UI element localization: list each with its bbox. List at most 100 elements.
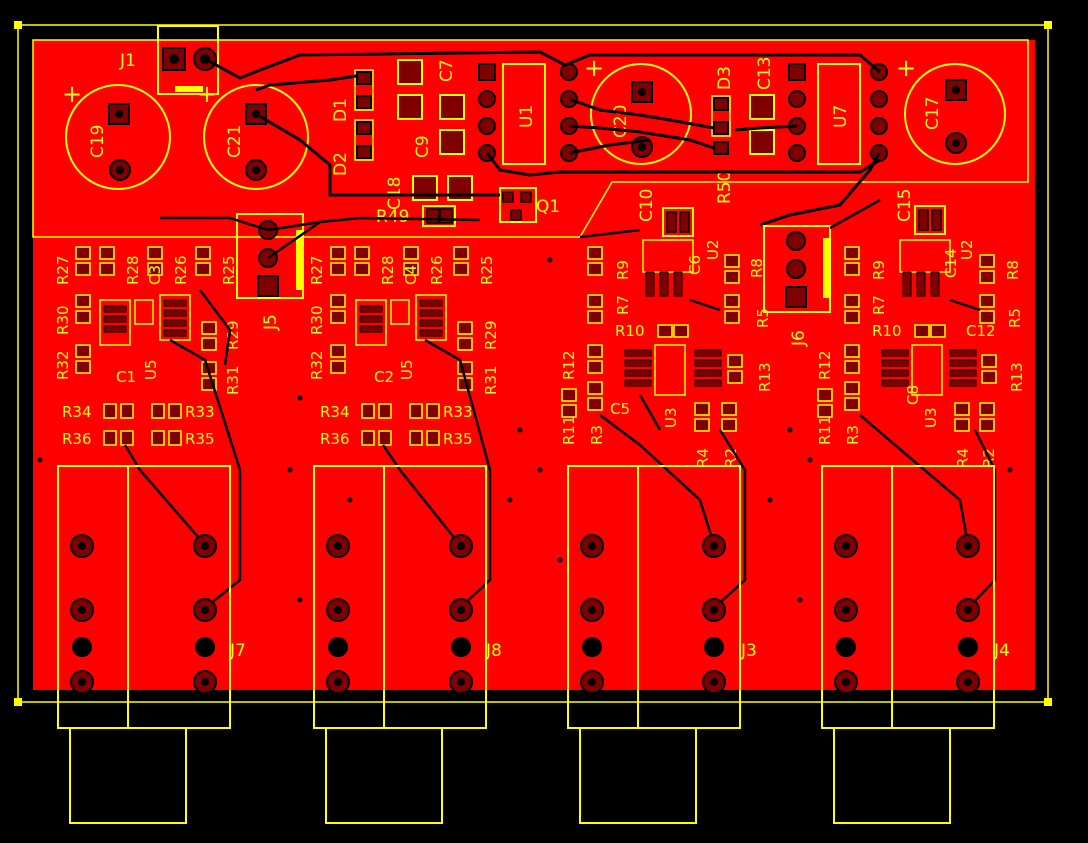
ref-c15: C15: [895, 188, 915, 222]
ch2-ref-u5: U5: [398, 359, 416, 380]
power-traces: [204, 50, 881, 227]
ch2-ref-r34: R34: [320, 403, 350, 421]
signal-traces: [123, 198, 997, 609]
ref-d2: D2: [331, 152, 351, 176]
diode-d1: [354, 69, 374, 111]
ch1-ref-r28: R28: [124, 255, 142, 285]
ref-u7: U7: [831, 105, 851, 128]
ch1-ref-u5: U5: [142, 359, 160, 380]
ch4-ref-u3: U3: [922, 407, 940, 428]
ref-j8: J8: [485, 641, 502, 661]
outline-corner-bl: [14, 698, 22, 706]
ch3-ref-r5: R5: [754, 308, 772, 328]
ref-j4: J4: [993, 641, 1010, 661]
capacitor-c15: [914, 205, 946, 235]
ch3-ref-r13: R13: [756, 362, 774, 392]
ref-c19: C19: [88, 124, 108, 158]
ch3-ref-r7: R7: [614, 295, 632, 315]
ch4-ref-r10: R10: [872, 322, 902, 340]
board-outline: [17, 24, 1049, 703]
capacitor-c7: [397, 59, 423, 120]
ref-c17: C17: [923, 96, 943, 130]
ch2-ref-r25: R25: [478, 255, 496, 285]
ch4-ref-r7: R7: [870, 295, 888, 315]
jack-j7: [57, 465, 231, 824]
jack-j3: [567, 465, 741, 824]
ch1-ref-r33: R33: [185, 403, 215, 421]
diode-d2: [354, 119, 374, 161]
ch4-ref-r9: R9: [870, 260, 888, 280]
ch2-ref-r33: R33: [443, 403, 473, 421]
ch3-ref-r9: R9: [614, 260, 632, 280]
polarity-c17: +: [896, 54, 916, 82]
ch1-ref-r25: R25: [220, 255, 238, 285]
ref-j7: J7: [229, 641, 246, 661]
polarity-c20: +: [584, 54, 604, 82]
outline-corner-tl: [14, 21, 22, 29]
ch3-ref-r8: R8: [748, 258, 766, 278]
ch4-ref-c14: C14: [942, 248, 960, 278]
capacitor-c13: [749, 94, 775, 155]
ch3-ref-r11: R11: [560, 415, 578, 445]
ch1-ref-r32: R32: [54, 350, 72, 380]
capacitor-c19: [65, 84, 171, 190]
channel-3-components: [561, 239, 743, 432]
outline-corner-br: [1044, 698, 1052, 706]
ch1-ref-r27: R27: [54, 255, 72, 285]
jack-j4: [821, 465, 995, 824]
copper-pour: [33, 40, 1035, 690]
ch3-ref-r4: R4: [694, 448, 712, 468]
transistor-q1: [499, 187, 537, 223]
ref-r49: R49: [376, 207, 409, 227]
ref-j3: J3: [740, 641, 757, 661]
ch2-ref-r31: R31: [482, 365, 500, 395]
ch4-ref-c12: C12: [966, 322, 996, 340]
ref-c20: C20: [611, 104, 631, 138]
ch1-ref-r30: R30: [54, 305, 72, 335]
diode-d3: [711, 95, 731, 155]
ch4-ref-u2: U2: [958, 239, 976, 260]
ref-d1: D1: [331, 98, 351, 122]
ch1-ref-r26: R26: [172, 255, 190, 285]
ch1-ref-r34: R34: [62, 403, 92, 421]
ref-c18: C18: [385, 176, 405, 210]
ch3-ref-r3: R3: [588, 425, 606, 445]
capacitor-c17: [904, 63, 1006, 165]
jack-j8: [313, 465, 487, 824]
outline-corner-tr: [1044, 21, 1052, 29]
ref-r50: R50: [715, 171, 735, 204]
ch4-ref-r3: R3: [844, 425, 862, 445]
ch4-ref-r12: R12: [816, 350, 834, 380]
power-section-outline: [32, 39, 1029, 238]
ref-c21: C21: [225, 124, 245, 158]
ch2-ref-c2: C2: [374, 368, 394, 386]
ch3-ref-u3: U3: [662, 407, 680, 428]
polarity-c21: +: [197, 80, 217, 108]
capacitor-c10: [662, 207, 694, 237]
ch2-ref-r35: R35: [443, 430, 473, 448]
ch3-ref-r10: R10: [615, 322, 645, 340]
ref-j5: J5: [261, 314, 281, 331]
ref-c13: C13: [755, 56, 775, 90]
ch2-ref-r29: R29: [482, 320, 500, 350]
ch4-ref-r11: R11: [816, 415, 834, 445]
ch2-ref-c4: C4: [402, 265, 420, 285]
ch2-ref-r27: R27: [308, 255, 326, 285]
ch3-ref-u2: U2: [704, 239, 722, 260]
ch2-ref-r30: R30: [308, 305, 326, 335]
connector-j1: [157, 25, 219, 95]
ch2-ref-r26: R26: [428, 255, 446, 285]
ref-q1: Q1: [536, 197, 560, 217]
ch4-ref-c8: C8: [904, 385, 922, 405]
vias: [37, 257, 1013, 603]
ref-u1: U1: [517, 105, 537, 128]
ref-d3: D3: [715, 66, 735, 90]
ch4-ref-r4: R4: [954, 448, 972, 468]
ch3-ref-r12: R12: [560, 350, 578, 380]
polarity-c19: +: [62, 80, 82, 108]
ch3-ref-c5: C5: [610, 400, 630, 418]
ref-c9: C9: [413, 135, 433, 158]
channel-2-components: [330, 246, 473, 446]
ch2-ref-r28: R28: [379, 255, 397, 285]
